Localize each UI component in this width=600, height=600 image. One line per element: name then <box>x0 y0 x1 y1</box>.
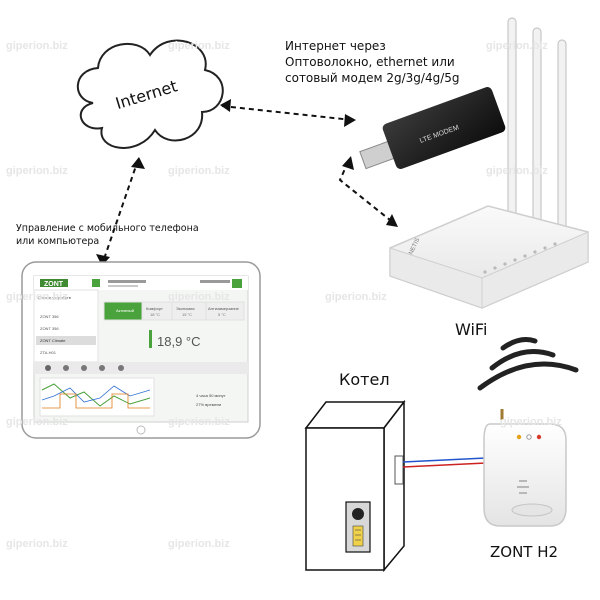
arrowhead-cloud-left <box>220 99 231 112</box>
tablet: ZONT Список устройств ZONT 356 ZONT 356 … <box>21 261 261 439</box>
boiler-terminal <box>352 525 364 547</box>
tablet-logo-badge <box>40 279 68 287</box>
wire-red <box>402 462 487 468</box>
tablet-sidebar-item-4: ZTA-H01 <box>40 350 57 355</box>
watermark: giperion.biz <box>168 538 230 550</box>
device-label: ZONT H2 <box>490 543 559 561</box>
tablet-sidebar-title: Список устройств <box>38 295 71 300</box>
watermark: giperion.biz <box>486 165 548 177</box>
watermark: giperion.biz <box>6 165 68 177</box>
watermark: giperion.biz <box>168 416 230 428</box>
boiler-label: Котел <box>339 370 390 389</box>
device-led-1 <box>516 434 522 440</box>
internet-caption: Интернет через Оптоволокно, ethernet или… <box>285 38 460 86</box>
arrowhead-cloud-up <box>131 157 145 169</box>
router-antennas <box>507 17 567 251</box>
router: NETIS <box>389 205 589 309</box>
internet-caption-line-1: Интернет через <box>285 39 386 53</box>
boiler <box>304 399 406 573</box>
wifi-waves <box>477 337 579 391</box>
tablet-mode-tab-2-value: 18 °C <box>150 312 160 317</box>
tablet-mode-tab-3: Экономия <box>176 306 194 311</box>
internet-caption-line-3: сотовый модем 2g/3g/4g/5g <box>285 71 460 85</box>
antenna-right <box>557 39 567 251</box>
control-caption: Управление с мобильного телефона или ком… <box>16 222 199 248</box>
watermark: giperion.biz <box>168 291 230 303</box>
watermark: giperion.biz <box>168 40 230 52</box>
boiler-wires <box>402 457 487 468</box>
tablet-home-button <box>136 425 146 435</box>
tablet-stat-1: 4 часа 50 минут <box>196 393 226 398</box>
tablet-mode-tab-2: Комфорт <box>146 306 163 311</box>
wifi-wave-medium <box>489 349 556 371</box>
watermark: giperion.biz <box>6 538 68 550</box>
watermark: giperion.biz <box>486 40 548 52</box>
tablet-mode-tab-4: Антизамерзание <box>208 306 240 311</box>
arrowhead-modem-right <box>344 114 356 127</box>
wifi-label: WiFi <box>455 320 488 339</box>
watermark: giperion.biz <box>325 291 387 303</box>
control-caption-line-1: Управление с мобильного телефона <box>16 223 199 234</box>
boiler-knob <box>352 508 364 520</box>
tablet-stat-2: 27% времени <box>196 402 221 407</box>
lte-modem: LTE MODEM <box>359 87 506 170</box>
tablet-mode-tab-4-value: 5 °C <box>218 312 226 317</box>
arrowhead-modem-up <box>342 156 354 170</box>
arrowheads <box>96 99 398 266</box>
wire-blue <box>402 457 487 463</box>
tablet-temperature: 18,9 °C <box>157 334 201 349</box>
arrowhead-router-in <box>386 214 398 227</box>
tablet-sidebar-item-1: ZONT 356 <box>40 314 59 319</box>
watermark: giperion.biz <box>6 291 68 303</box>
tablet-mode-tab-3-value: 15 °C <box>182 312 192 317</box>
device-logo-mark <box>511 503 553 517</box>
connector-modem-router <box>338 161 396 225</box>
tablet-logo: ZONT <box>44 281 64 288</box>
zont-h2-device <box>483 409 567 527</box>
watermark: giperion.biz <box>6 416 68 428</box>
device-vents <box>517 480 529 494</box>
internet-cloud: Internet <box>76 39 224 149</box>
connector-cloud-modem <box>221 105 353 121</box>
control-caption-line-2: или компьютера <box>16 236 100 247</box>
internet-caption-line-2: Оптоволокно, ethernet или <box>285 55 455 69</box>
connection-lines <box>102 105 396 263</box>
watermark: giperion.biz <box>6 40 68 52</box>
wifi-wave-small <box>500 337 538 351</box>
device-led-2 <box>526 434 532 440</box>
router-leds <box>483 242 557 274</box>
tablet-mode-tab-1: Активный <box>116 308 134 313</box>
arrowhead-tablet-down <box>96 254 110 266</box>
tablet-sidebar-item-3: ZONT Climate <box>40 338 66 343</box>
tablet-sidebar-item-2: ZONT 356 <box>40 326 59 331</box>
boiler-wire-port <box>394 455 404 485</box>
wifi-wave-large <box>477 361 579 391</box>
watermark: giperion.biz <box>168 165 230 177</box>
antenna-middle <box>532 27 542 239</box>
watermark: giperion.biz <box>500 416 562 428</box>
device-led-3 <box>536 434 542 440</box>
